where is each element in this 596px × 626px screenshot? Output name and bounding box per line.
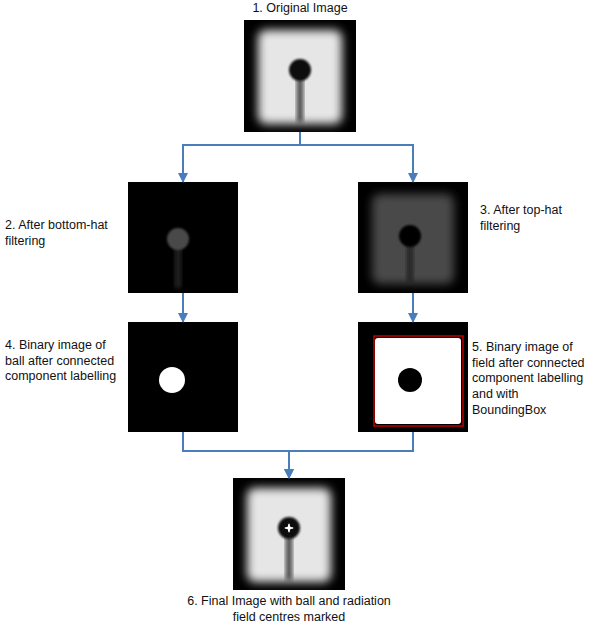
image-panel: 1. Original Image (244, 20, 356, 132)
image-panel: 3. After top-hat filtering (358, 182, 468, 293)
bottom-hat-image (128, 182, 238, 293)
panel-label: 6. Final Image with ball and radiation f… (183, 594, 395, 625)
binary-ball-image (128, 322, 238, 432)
panel-label: 1. Original Image (194, 1, 406, 17)
flow-arrow (182, 293, 184, 322)
original-image (244, 20, 356, 132)
flow-arrow (300, 132, 413, 182)
panel-label: 4. Binary image of ball after connected … (5, 338, 127, 385)
panel-label: 5. Binary image of field after connected… (472, 340, 594, 418)
binary-field-image (358, 322, 468, 432)
flow-arrow (183, 432, 289, 478)
image-panel: 2. After bottom-hat filtering (128, 182, 238, 293)
panel-label: 3. After top-hat filtering (480, 203, 592, 234)
panel-label: 2. After bottom-hat filtering (5, 218, 123, 249)
image-panel: 5. Binary image of field after connected… (358, 322, 468, 432)
final-image (233, 478, 345, 590)
flow-arrow (289, 432, 413, 478)
image-panel: 6. Final Image with ball and radiation f… (233, 478, 345, 590)
flow-arrow (412, 293, 414, 322)
image-panel: 4. Binary image of ball after connected … (128, 322, 238, 432)
top-hat-image (358, 182, 468, 293)
flow-arrow (183, 132, 300, 182)
